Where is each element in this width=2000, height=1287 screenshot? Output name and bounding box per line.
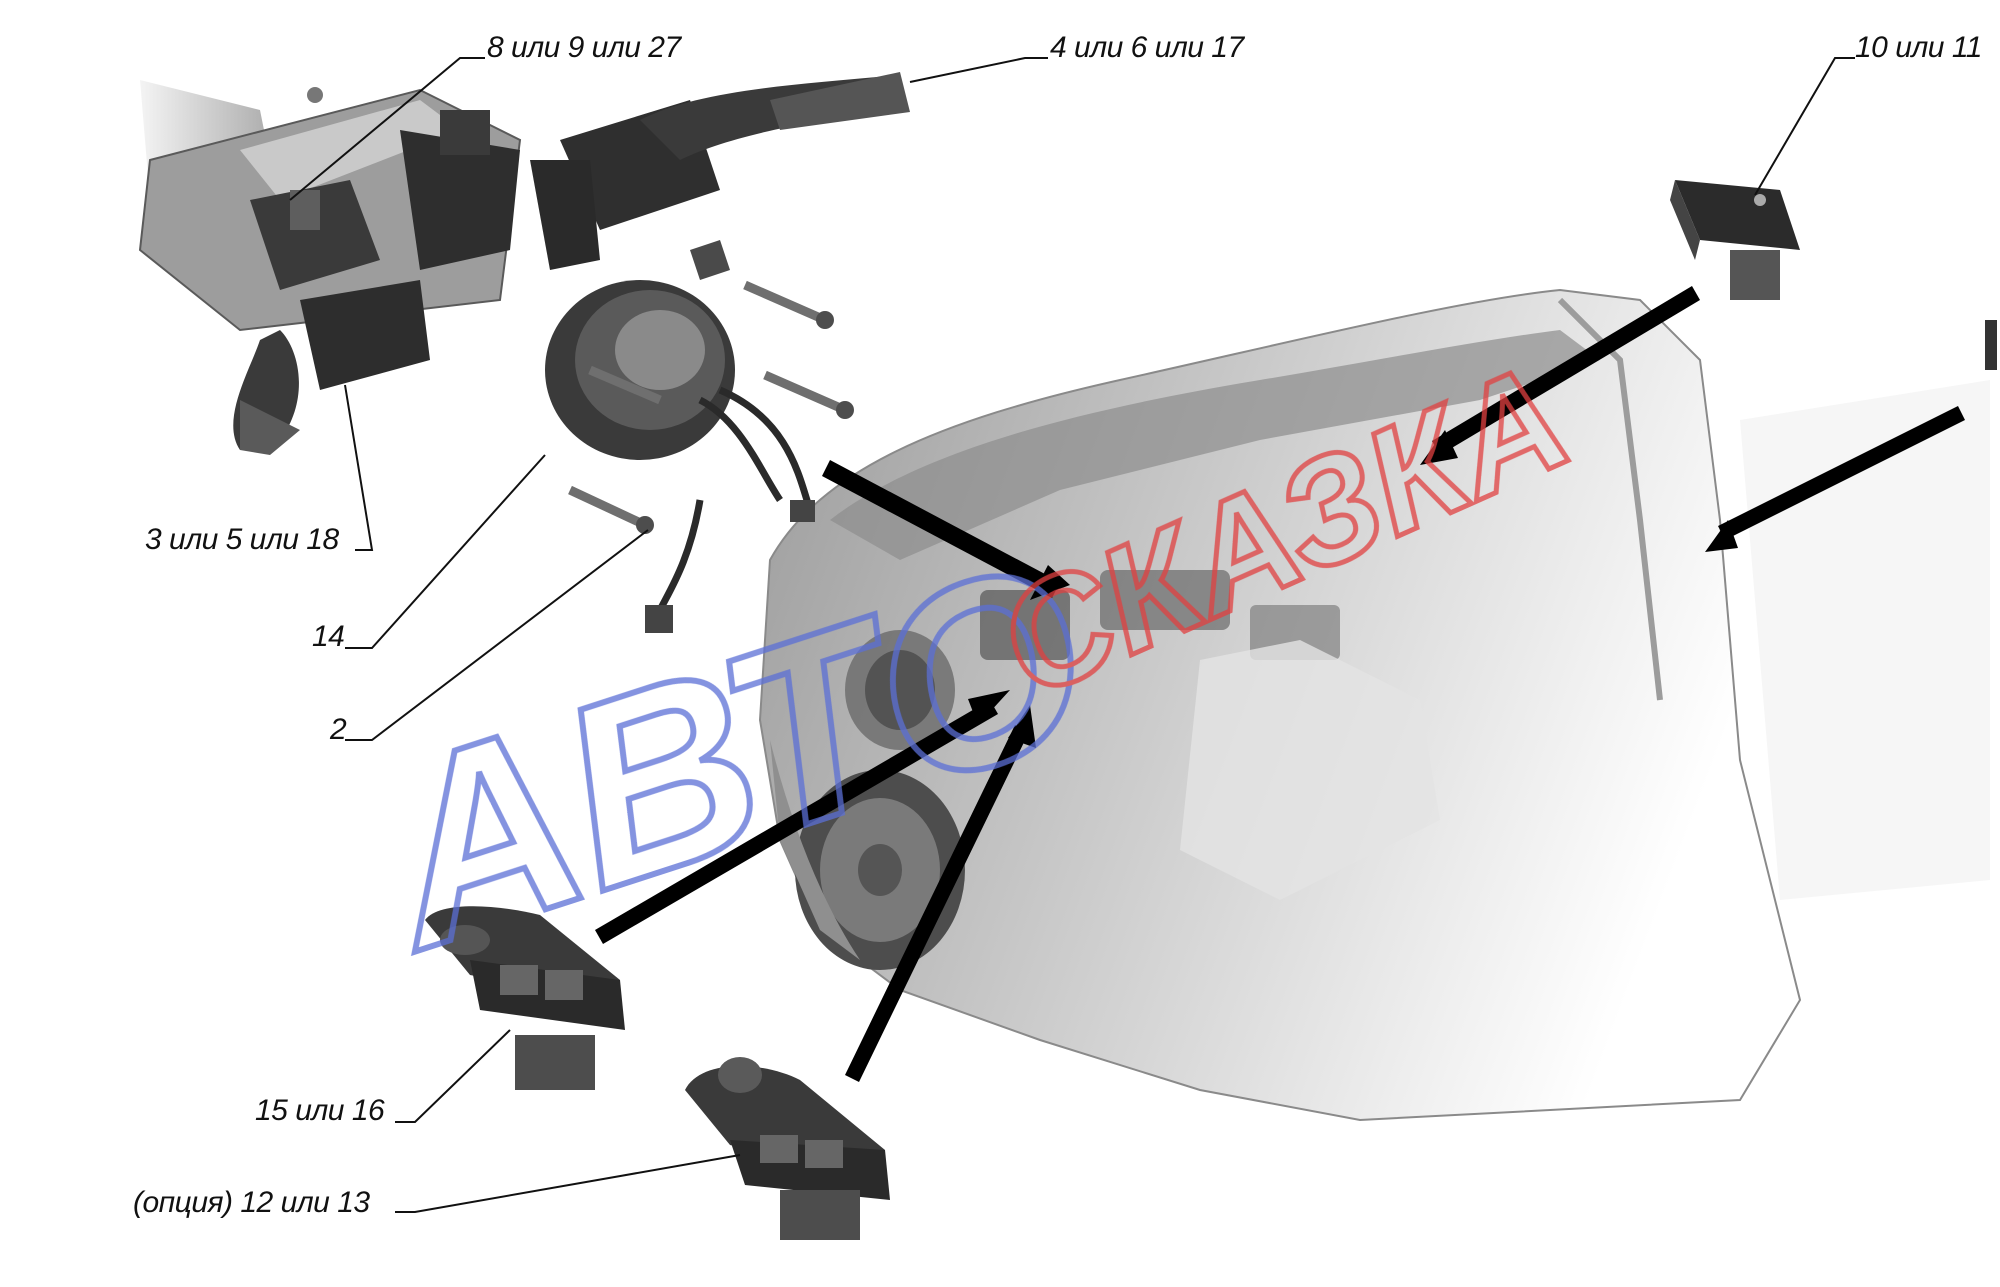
window-switch-block xyxy=(425,906,625,1090)
label-mirror-switch: (опция) 12 или 13 xyxy=(133,1186,370,1219)
label-wiper-switch: 4 или 6 или 17 xyxy=(1050,31,1244,64)
mirror-switch-block xyxy=(685,1057,890,1240)
label-multi-switch: 8 или 9 или 27 xyxy=(487,31,681,64)
light-switch-lever xyxy=(233,280,430,455)
label-rear-switch: 10 или 11 xyxy=(1855,31,1982,64)
leader-lines xyxy=(289,57,1855,1213)
mounting-bolts xyxy=(568,280,854,534)
car-body xyxy=(758,288,1997,1122)
wiper-switch-lever xyxy=(530,72,910,270)
steering-column-assembly xyxy=(138,80,522,332)
label-bolt: 2 xyxy=(330,713,347,746)
label-window-switch: 15 или 16 xyxy=(255,1094,385,1127)
label-light-switch: 3 или 5 или 18 xyxy=(145,523,339,556)
clock-spring xyxy=(545,240,815,633)
rear-window-switch xyxy=(1670,180,1800,300)
pointer-arrows xyxy=(595,286,1965,1082)
label-clock-spring: 14 xyxy=(312,620,345,653)
